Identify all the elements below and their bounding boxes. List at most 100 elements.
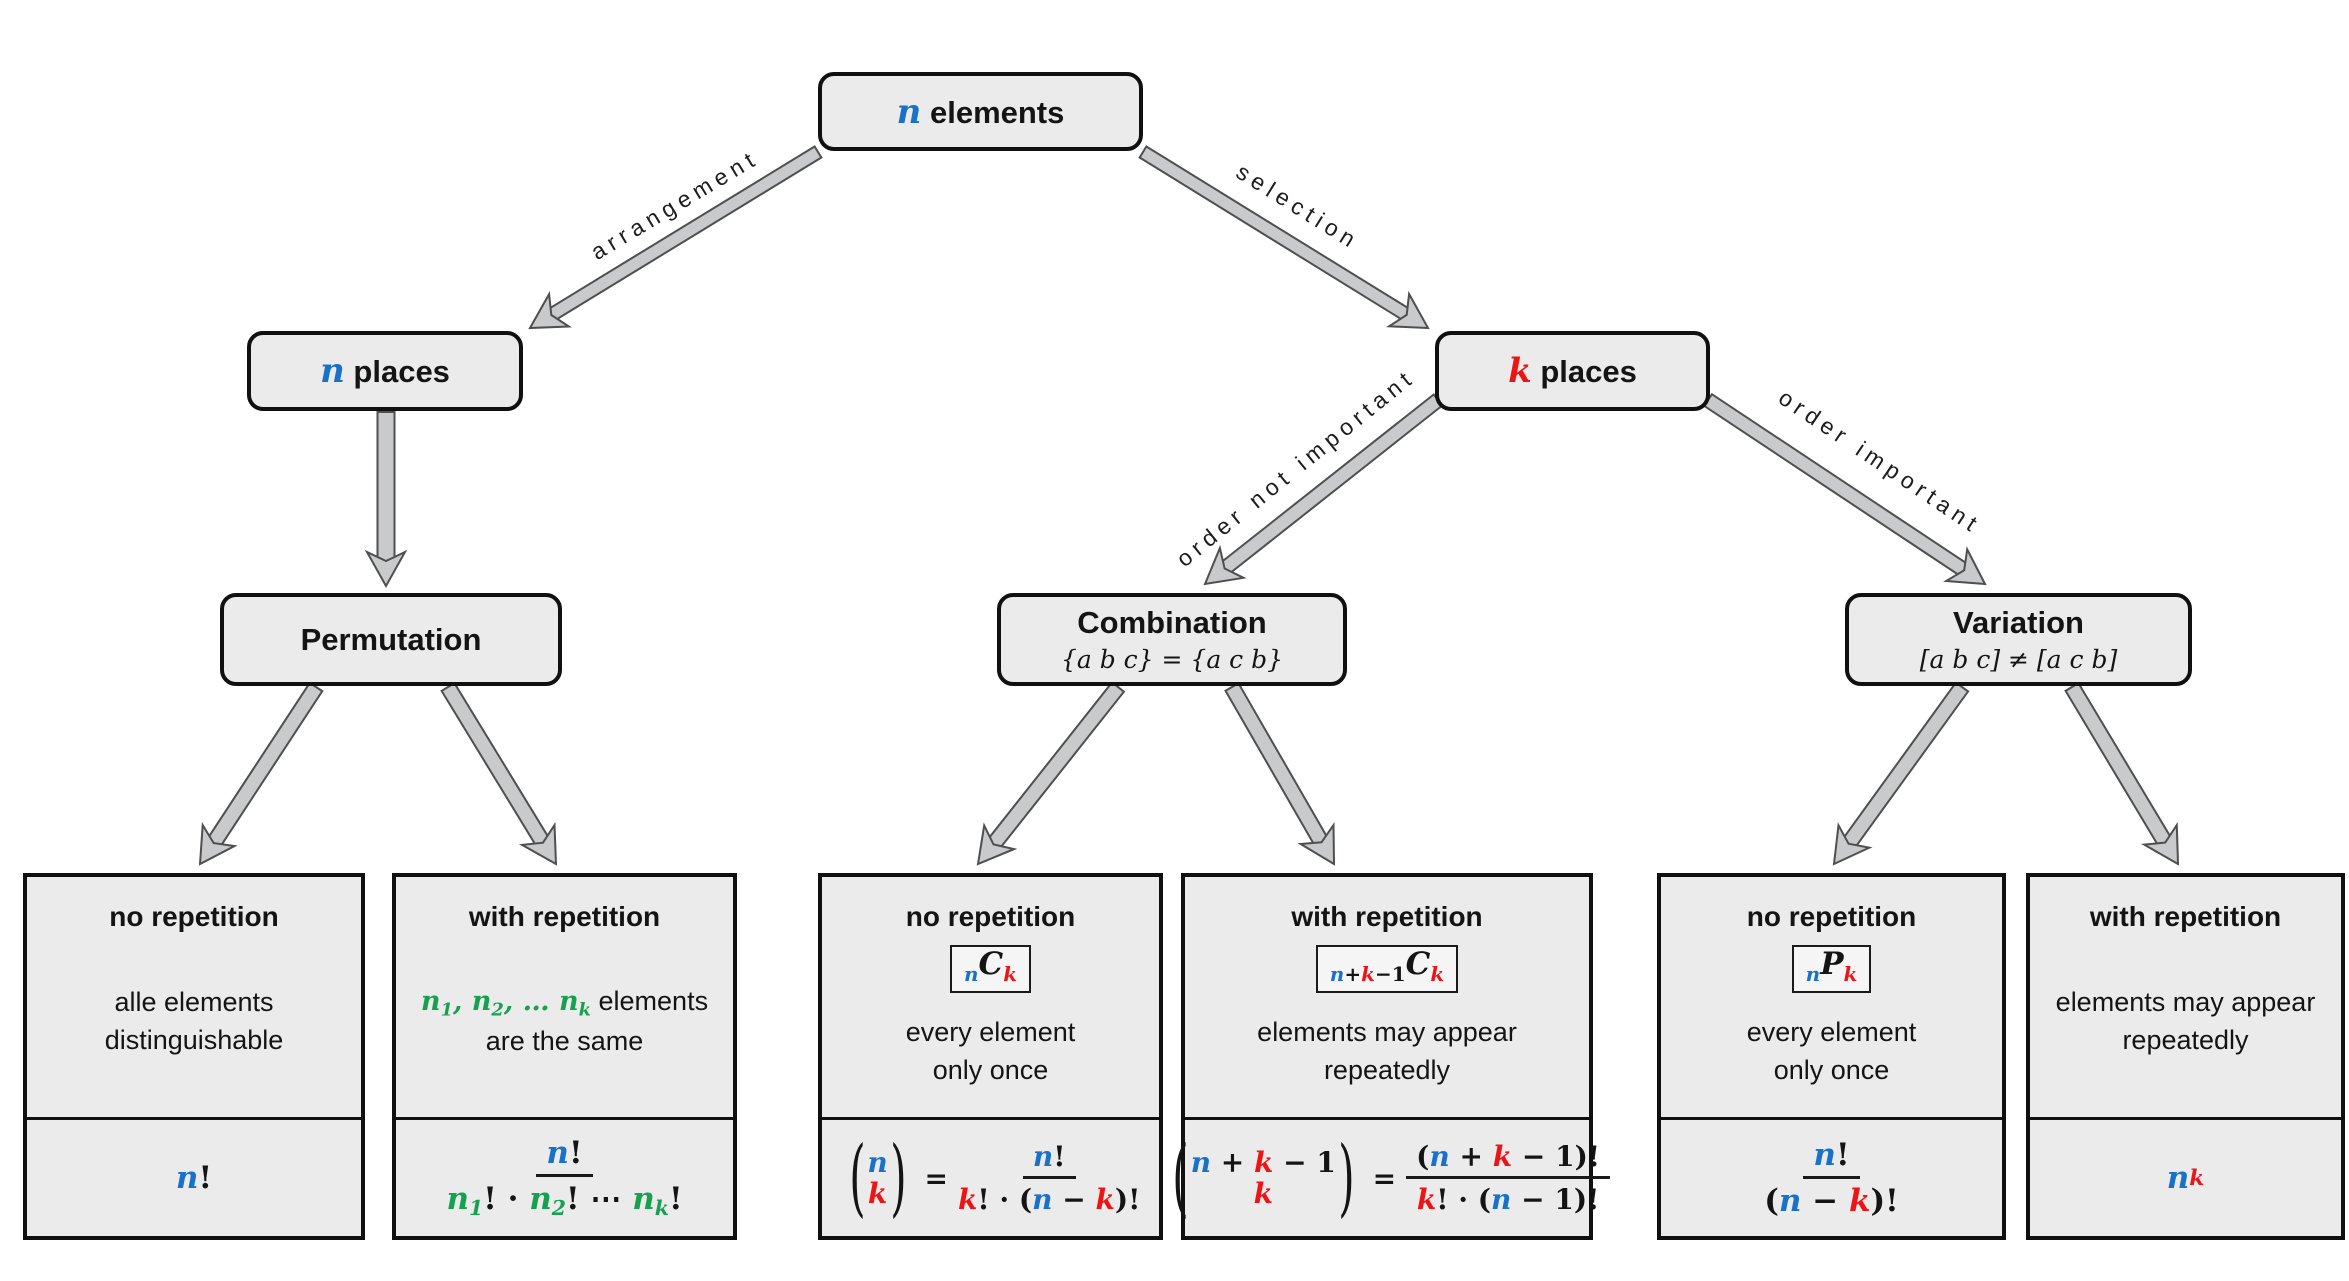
card-permutation-with-repetition: with repetition n1, n2, … nk elements ar… (392, 873, 737, 1240)
math-sub: 1 (440, 999, 453, 1021)
fraction: n! k! · (n − k)! (958, 1140, 1140, 1216)
math-operator: ! (568, 1135, 583, 1172)
math-P: P (1820, 946, 1844, 982)
paren-open: ( (848, 1128, 866, 1227)
math-n: n (1429, 1140, 1450, 1173)
node-label: places (1531, 354, 1637, 389)
card-body: n1, n2, … nk elements are the same (421, 933, 708, 1117)
math-C: C (1405, 946, 1431, 982)
minus-sign: − (1511, 1183, 1555, 1216)
binom-top: n + k − 1 (1191, 1145, 1336, 1179)
denominator: n1! · n2! ⋯ nk! (446, 1177, 682, 1220)
math-sub: 2 (491, 999, 504, 1021)
card-title: with repetition (2089, 901, 2282, 932)
edge-variation-to-with-repetition (2064, 681, 2180, 866)
body-line: only once (1773, 1055, 1890, 1085)
math-n: n (896, 91, 922, 132)
numerator: n! (1022, 1140, 1076, 1179)
math-n-sub: n (963, 962, 979, 986)
minus-one-sub: −1 (1374, 962, 1406, 986)
math-operator: ! · ( (1436, 1183, 1492, 1216)
math-nk: n (632, 1181, 655, 1218)
card-main: no repetition alle elements distinguisha… (27, 877, 361, 1117)
math-operator: ! (1053, 1140, 1066, 1173)
node-combination-title: Combination (1077, 605, 1267, 640)
math-n2: n (471, 985, 492, 1017)
plus-sign: + (1449, 1140, 1493, 1173)
fraction: (n + k − 1)! k! · (n − 1)! (1406, 1140, 1611, 1216)
denominator: (n − k)! (1764, 1179, 1899, 1219)
node-permutation-title: Permutation (300, 621, 482, 657)
body-line: alle elements (114, 987, 274, 1018)
edge-variation-to-no-repetition (1832, 681, 1970, 866)
math-operator: ! · (483, 1181, 530, 1218)
edge-combination-to-with-repetition (1224, 681, 1336, 866)
math-k: k (1849, 1183, 1871, 1219)
edge-permutation-to-with-repetition (440, 681, 558, 866)
paren-close: ) (889, 1128, 907, 1227)
node-variation-title: Variation (1953, 605, 2084, 640)
numerator: n! (536, 1135, 593, 1178)
math-n: n (867, 1145, 888, 1179)
edge-combination-to-no-repetition (976, 680, 1126, 866)
denominator: k! · (n − 1)! (1417, 1179, 1600, 1216)
formula-tag-n+k-1Ck: n+k−1Ck (1315, 945, 1459, 993)
paren-close: ) (1338, 1128, 1355, 1227)
math-n1: n (420, 985, 441, 1017)
card-title: no repetition (1746, 901, 1917, 932)
node-variation: Variation [a b c] ≠ [a c b] (1845, 593, 2192, 686)
formula-tag-nPk: nPk (1791, 945, 1872, 993)
math-k: k (1253, 1176, 1273, 1210)
card-main: with repetition elements may appear repe… (2030, 877, 2341, 1117)
math-k-sub: k (1361, 962, 1375, 986)
number-one: 1 (1554, 1183, 1574, 1216)
body-text: elements (591, 985, 709, 1016)
node-n-places-title: n places (320, 351, 450, 391)
card-variation-no-repetition: no repetition nPk every element only onc… (1657, 873, 2006, 1240)
math-operator: ! (198, 1160, 213, 1196)
math-operator: ! · ( (977, 1183, 1033, 1216)
node-n-elements-title: n elements (897, 92, 1065, 132)
math-k: k (1508, 351, 1532, 391)
node-label: places (344, 354, 450, 389)
edge-selection (1138, 145, 1430, 330)
math-operator: ! ⋯ (566, 1181, 633, 1218)
card-combination-no-repetition: no repetition nCk every element only onc… (818, 873, 1163, 1240)
math-n1: n (446, 1181, 469, 1218)
minus-sign: − (1801, 1183, 1849, 1219)
card-formula: n! n1! · n2! ⋯ nk! (396, 1117, 733, 1236)
math-n: n (320, 351, 345, 391)
math-k: k (1492, 1140, 1513, 1173)
card-body: elements may appear repeatedly (1257, 993, 1517, 1117)
math-k-sub: k (1003, 962, 1018, 986)
node-variation-note: [a b c] ≠ [a c b] (1919, 645, 2118, 674)
numerator: n! (1803, 1137, 1860, 1179)
card-body: elements may appear repeatedly (2056, 933, 2316, 1117)
math-n-sub: n (1805, 962, 1821, 986)
paren: ( (1764, 1183, 1779, 1219)
math-n: n (1778, 1183, 1802, 1219)
math-sub: k (578, 999, 592, 1021)
math-n: n (2166, 1160, 2190, 1196)
math-k: k (1416, 1183, 1437, 1216)
math-sub: 2 (551, 1196, 567, 1221)
node-n-places: n places (247, 331, 523, 411)
plus-sign: + (1211, 1145, 1255, 1179)
body-line: are the same (485, 1026, 644, 1057)
math-nk: n (559, 985, 579, 1017)
card-formula: n! (27, 1117, 361, 1236)
edge-order-not-important (1203, 393, 1444, 586)
node-k-places-title: k places (1508, 351, 1637, 391)
node-n-elements: n elements (818, 72, 1143, 151)
math-n: n (546, 1135, 569, 1172)
math-n: n (1491, 1183, 1512, 1216)
paren: ( (1416, 1140, 1430, 1173)
minus-sign: − (1512, 1140, 1556, 1173)
card-main: with repetition n+k−1Ck elements may app… (1185, 877, 1589, 1117)
formula-tag-nCk: nCk (949, 945, 1032, 993)
edge-permutation-to-no-repetition (198, 681, 324, 866)
